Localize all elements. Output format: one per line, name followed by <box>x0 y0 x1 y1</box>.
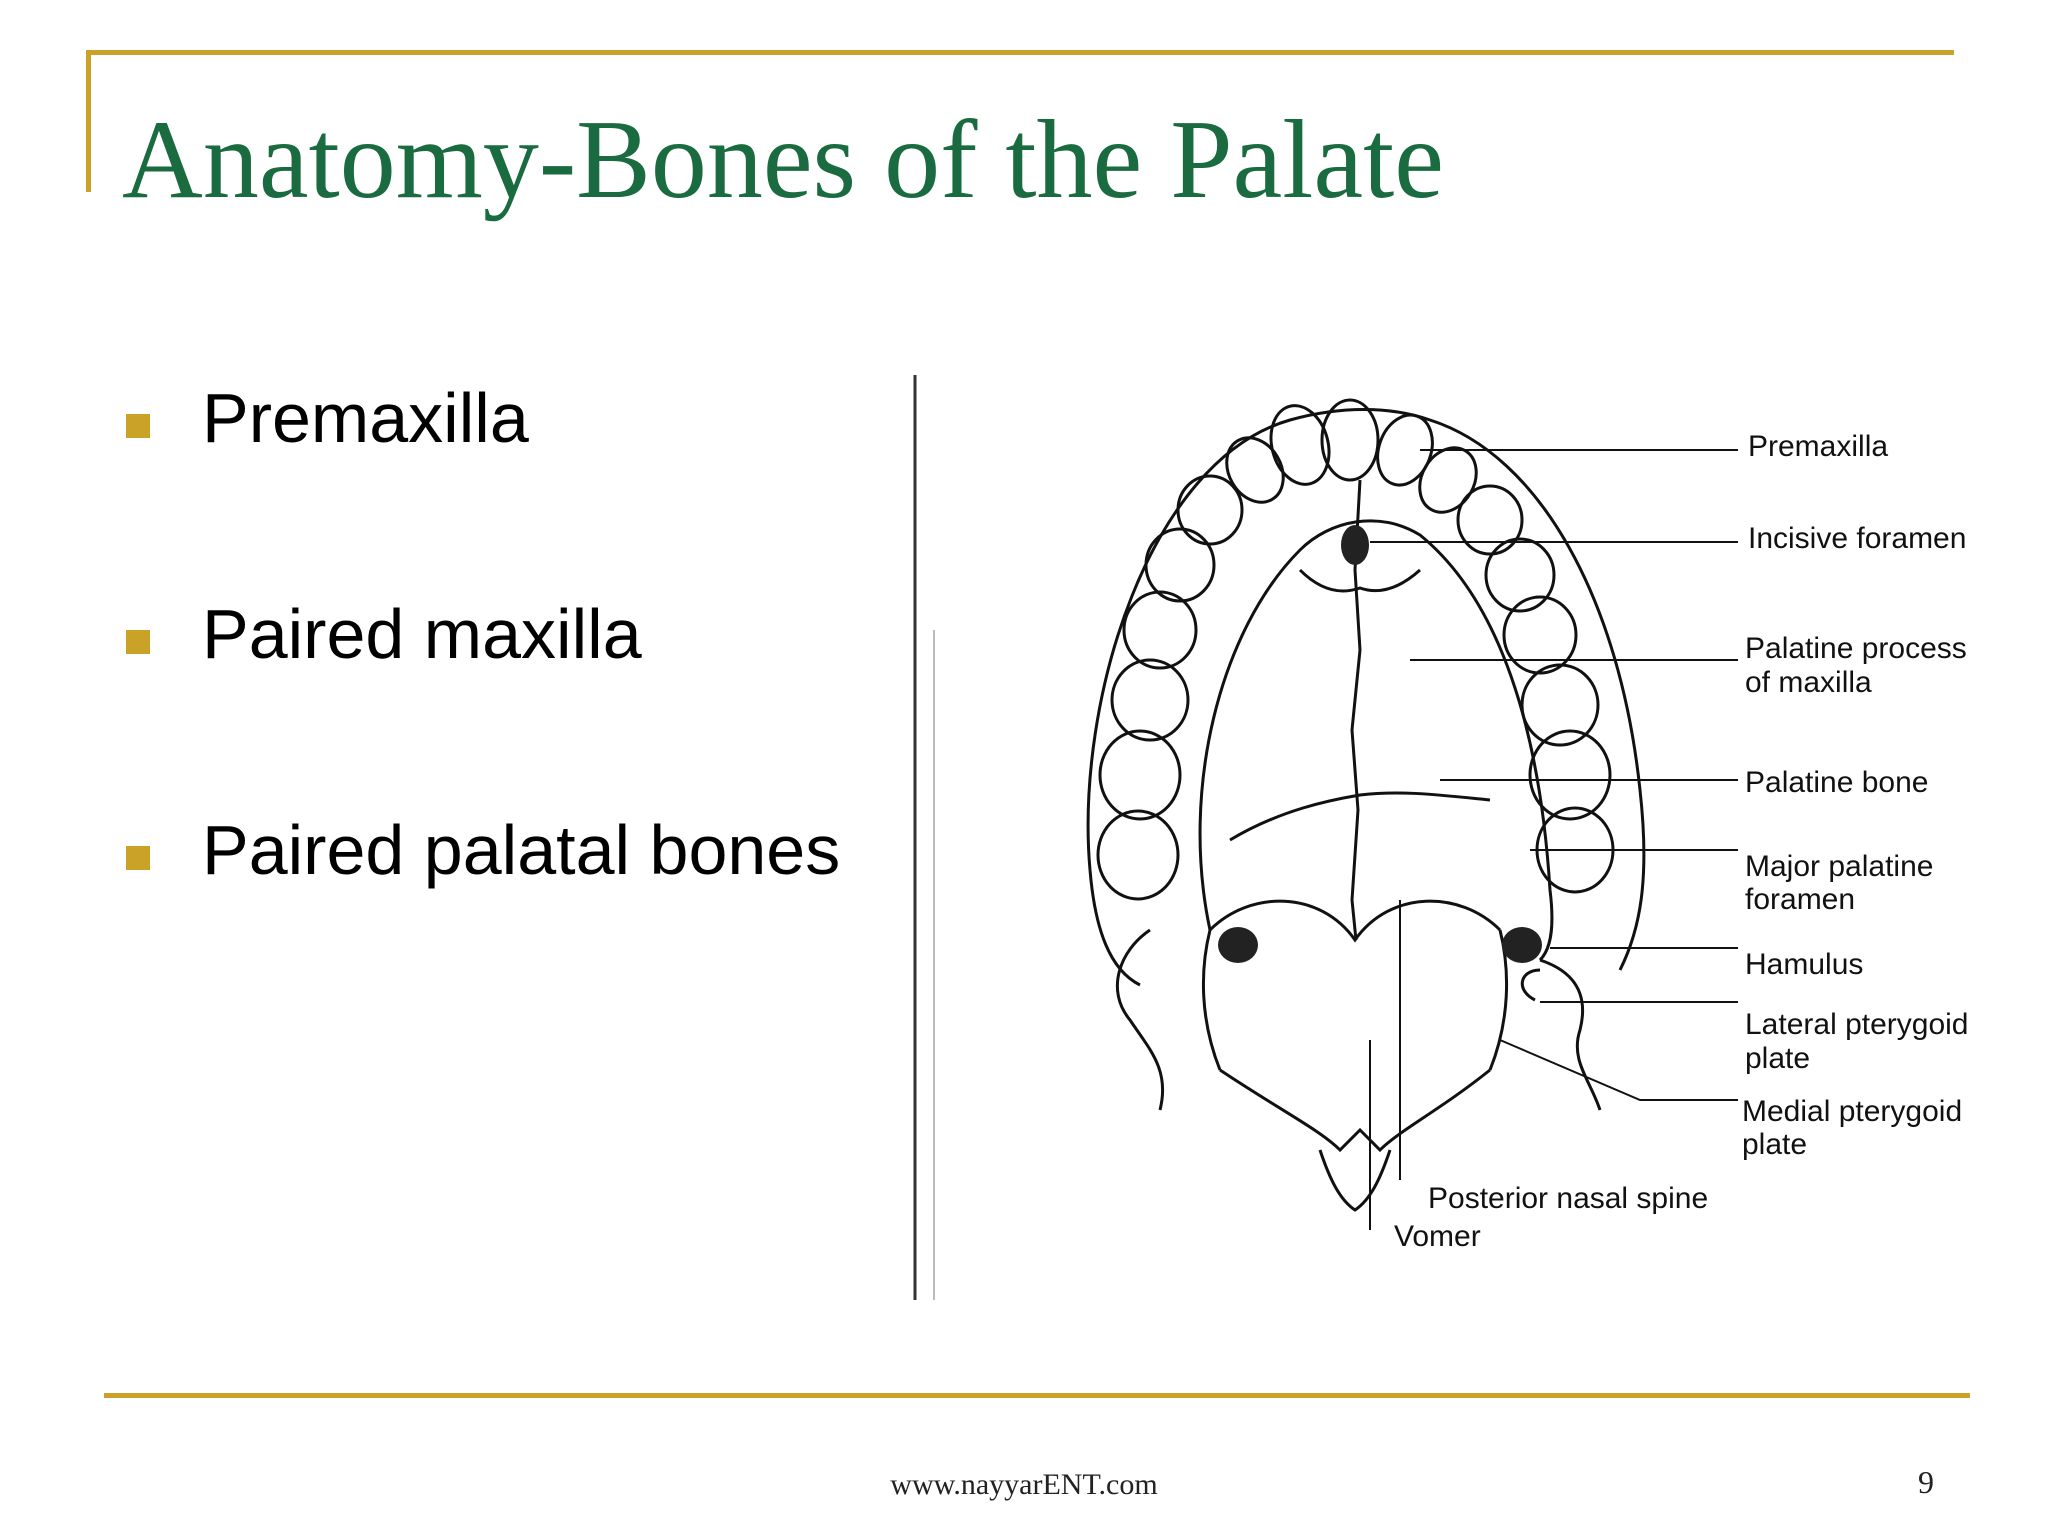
label-posterior-nasal-spine: Posterior nasal spine <box>1428 1182 1709 1215</box>
left-accent-rule <box>86 50 91 192</box>
page-number: 9 <box>1918 1464 1934 1500</box>
label-medial-pterygoid-plate: Medial pterygoid <box>1742 1095 1963 1128</box>
slide-title: Anatomy-Bones of the Palate <box>122 98 1444 222</box>
label-palatine-process-line2: of maxilla <box>1745 666 1872 699</box>
label-hamulus: Hamulus <box>1745 948 1864 981</box>
bullet-text: Paired maxilla <box>202 595 642 673</box>
square-bullet-icon <box>126 846 150 870</box>
label-lateral-pterygoid-plate: Lateral pterygoid <box>1745 1008 1969 1041</box>
bullet-list: Premaxilla Paired maxilla Paired palatal… <box>126 376 840 1024</box>
label-lateral-pterygoid-plate-line2: plate <box>1745 1042 1811 1075</box>
bullet-item: Paired maxilla <box>126 592 840 808</box>
label-premaxilla: Premaxilla <box>1748 430 1889 463</box>
label-vomer: Vomer <box>1394 1220 1481 1253</box>
bullet-text: Premaxilla <box>202 379 529 457</box>
label-major-palatine-foramen: Major palatine <box>1745 850 1934 883</box>
label-palatine-process: Palatine process <box>1745 632 1967 665</box>
square-bullet-icon <box>126 630 150 654</box>
palate-diagram: Premaxilla Incisive foramen Palatine pro… <box>900 370 2020 1310</box>
bottom-accent-rule <box>104 1393 1970 1398</box>
palate-drawing <box>913 375 1738 1300</box>
square-bullet-icon <box>126 414 150 438</box>
footer-url: www.nayyarENT.com <box>890 1468 1158 1501</box>
label-medial-pterygoid-plate-line2: plate <box>1742 1128 1808 1161</box>
label-palatine-bone: Palatine bone <box>1745 766 1929 799</box>
bullet-item: Premaxilla <box>126 376 840 592</box>
bullet-item: Paired palatal bones <box>126 808 840 1024</box>
top-accent-rule <box>86 50 1954 55</box>
bullet-text: Paired palatal bones <box>202 811 841 889</box>
label-major-palatine-foramen-line2: foramen <box>1745 883 1856 916</box>
label-incisive-foramen: Incisive foramen <box>1748 522 1967 555</box>
